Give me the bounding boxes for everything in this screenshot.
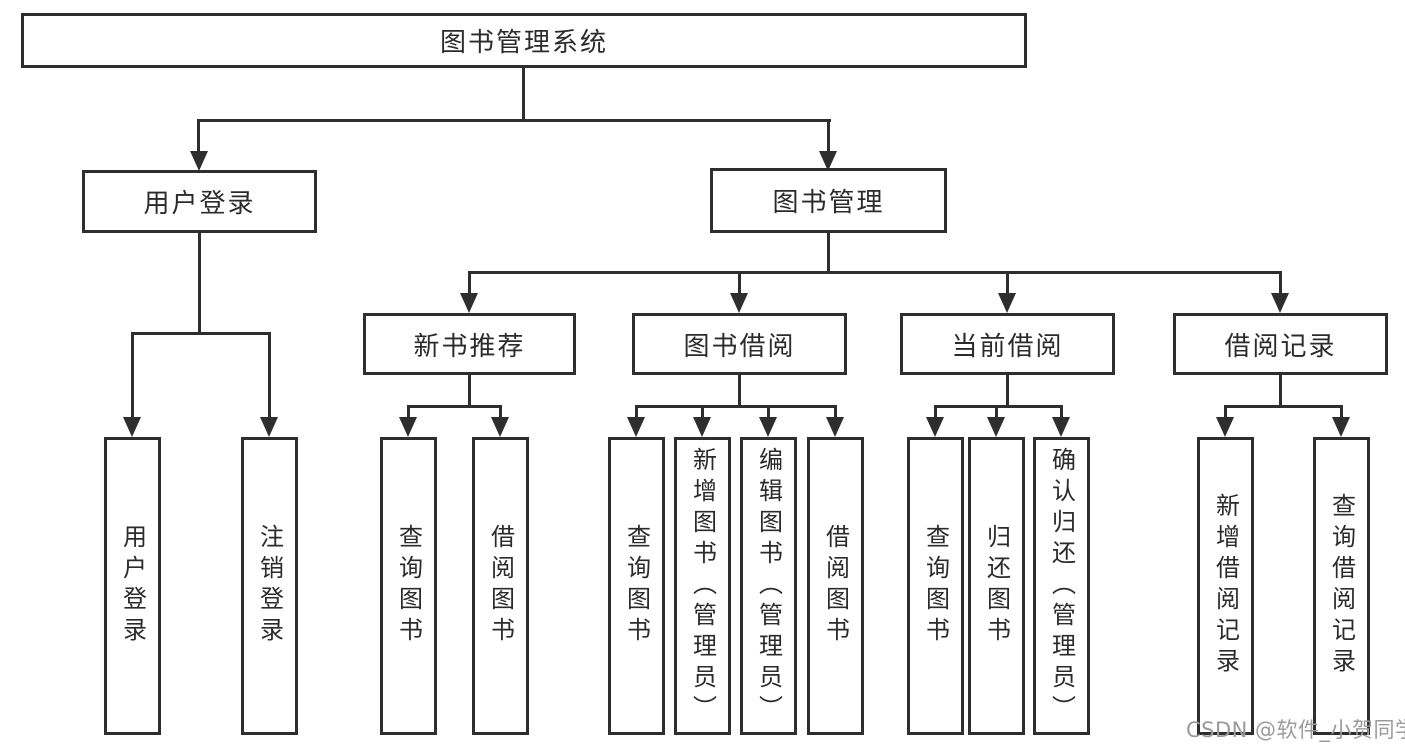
arrowhead-icon <box>987 417 1005 437</box>
arrowhead-icon <box>998 293 1016 313</box>
connector-line <box>1224 405 1343 408</box>
connector-line <box>834 405 837 419</box>
node-label: 借阅图书 <box>821 524 850 648</box>
leaf-logout: 注销登录 <box>241 437 298 735</box>
arrowhead-icon <box>627 417 645 437</box>
node-label: 查询图书 <box>921 524 950 648</box>
node-label: 新增借阅记录 <box>1211 493 1240 679</box>
node-user-login: 用户登录 <box>82 170 317 233</box>
node-label: 查询借阅记录 <box>1327 493 1356 679</box>
connector-line <box>1279 374 1282 408</box>
arrowhead-icon <box>260 417 278 437</box>
arrowhead-icon <box>926 417 944 437</box>
node-label: 归还图书 <box>982 524 1011 648</box>
arrowhead-icon <box>1052 417 1070 437</box>
node-current-borrowing: 当前借阅 <box>900 313 1115 375</box>
arrowhead-icon <box>491 417 509 437</box>
connector-line <box>934 405 937 419</box>
arrowhead-icon <box>759 417 777 437</box>
node-label: 用户登录 <box>118 524 147 648</box>
node-label: 编辑图书（管理员） <box>754 446 783 726</box>
leaf-query-books-recommend: 查询图书 <box>380 437 437 735</box>
leaf-confirm-return-admin: 确认归还（管理员） <box>1033 437 1090 735</box>
connector-line <box>995 405 998 419</box>
connector-line <box>934 405 1063 408</box>
node-library-system: 图书管理系统 <box>21 13 1027 68</box>
connector-line <box>197 119 200 153</box>
csdn-watermark: CSDN @软件_小贺同学 <box>1186 718 1405 742</box>
connector-line <box>407 405 502 408</box>
connector-line <box>827 119 830 153</box>
connector-line <box>635 405 638 419</box>
node-book-borrowing: 图书借阅 <box>632 313 847 375</box>
leaf-user-login: 用户登录 <box>104 437 161 735</box>
arrowhead-icon <box>399 417 417 437</box>
connector-line <box>1340 405 1343 419</box>
arrowhead-icon <box>460 293 478 313</box>
arrowhead-icon <box>826 417 844 437</box>
connector-line <box>767 405 770 419</box>
node-label: 确认归还（管理员） <box>1047 446 1076 726</box>
arrowhead-icon <box>1216 417 1234 437</box>
arrowhead-icon <box>123 417 141 437</box>
connector-line <box>827 233 830 273</box>
connector-line <box>1224 405 1227 419</box>
leaf-edit-books-admin: 编辑图书（管理员） <box>740 437 797 735</box>
node-label: 图书管理 <box>772 188 885 218</box>
leaf-query-books-borrowing: 查询图书 <box>608 437 665 735</box>
leaf-add-borrow-record: 新增借阅记录 <box>1197 437 1254 735</box>
leaf-return-books: 归还图书 <box>968 437 1025 735</box>
node-label: 图书管理系统 <box>439 28 608 58</box>
node-label: 借阅图书 <box>486 524 515 648</box>
connector-line <box>131 332 271 335</box>
leaf-query-books-current: 查询图书 <box>907 437 964 735</box>
connector-line <box>1006 374 1009 408</box>
node-label: 借阅记录 <box>1224 331 1337 362</box>
node-book-management: 图书管理 <box>710 168 947 233</box>
leaf-add-books-admin: 新增图书（管理员） <box>674 437 731 735</box>
node-label: 查询图书 <box>394 524 423 648</box>
node-label: 新书推荐 <box>413 331 526 362</box>
node-label: 注销登录 <box>255 524 284 648</box>
connector-line <box>198 233 201 334</box>
connector-line <box>131 332 134 419</box>
connector-line <box>499 405 502 419</box>
node-label: 用户登录 <box>143 189 256 219</box>
arrowhead-icon <box>190 151 208 171</box>
arrowhead-icon <box>693 417 711 437</box>
connector-line <box>701 405 704 419</box>
connector-line <box>407 405 410 419</box>
arrowhead-icon <box>819 151 837 171</box>
node-label: 新增图书（管理员） <box>688 446 717 726</box>
leaf-query-borrow-record: 查询借阅记录 <box>1313 437 1370 735</box>
node-new-book-recommendation: 新书推荐 <box>363 313 576 375</box>
connector-line <box>1279 271 1282 295</box>
connector-line <box>1006 271 1009 295</box>
arrowhead-icon <box>730 293 748 313</box>
connector-line <box>738 271 741 295</box>
leaf-borrow-books-recommend: 借阅图书 <box>472 437 529 735</box>
node-label: 当前借阅 <box>951 331 1064 362</box>
connector-line <box>635 405 837 408</box>
arrowhead-icon <box>1271 293 1289 313</box>
connector-line <box>468 374 471 408</box>
connector-line <box>738 374 741 408</box>
node-label: 图书借阅 <box>683 331 796 362</box>
arrowhead-icon <box>1332 417 1350 437</box>
leaf-borrow-books-borrowing: 借阅图书 <box>807 437 864 735</box>
connector-line <box>268 332 271 419</box>
connector-line <box>1060 405 1063 419</box>
connector-line <box>522 68 525 122</box>
node-label: 查询图书 <box>622 524 651 648</box>
connector-line <box>197 119 831 122</box>
connector-line <box>468 271 1282 274</box>
node-borrowing-records: 借阅记录 <box>1173 313 1388 375</box>
connector-line <box>468 271 471 295</box>
